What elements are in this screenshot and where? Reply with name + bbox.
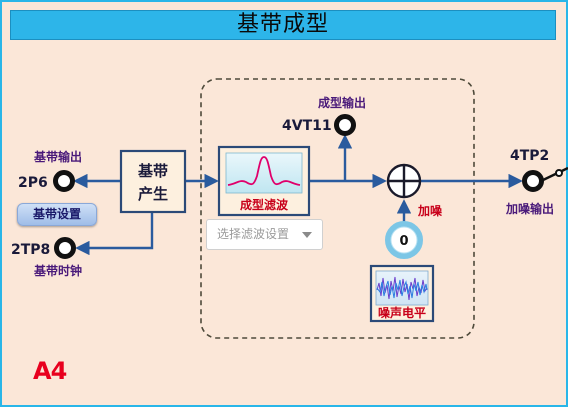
2p6-port[interactable] [53,170,75,192]
shaping-filter-block: 成型滤波 [217,145,311,217]
2tp8-port[interactable] [54,237,76,259]
4tp2-port-label: 4TP2 [510,148,549,164]
adder-icon [386,163,422,199]
4tp2-port[interactable] [522,166,568,192]
4vt11-port-label: 4VT11 [282,118,332,134]
module-title: 基带成型 [10,10,556,40]
noise-level-knob[interactable]: 0 [385,221,423,259]
filter-settings-select[interactable]: 选择滤波设置 [206,219,323,250]
panel-label: A4 [33,357,67,385]
filter-settings-placeholder: 选择滤波设置 [217,227,290,241]
2p6-label: 基带输出 [33,149,82,164]
filter-caption: 成型滤波 [240,197,289,212]
2tp8-port-label: 2TP8 [11,242,50,258]
baseband-block-line1: 基带 [137,162,168,180]
noise-caption: 噪声电平 [378,305,426,320]
2tp8-label: 基带时钟 [33,263,82,278]
add-noise-label: 加噪 [417,203,443,218]
filter-section-border [200,78,475,339]
4vt11-label: 成型输出 [318,95,366,110]
knob-value: 0 [399,234,408,249]
chevron-down-icon [302,232,312,238]
sinc-waveform-icon [227,156,301,186]
2p6-port-label: 2P6 [18,175,48,191]
4tp2-label: 加噪输出 [505,201,554,216]
noise-source-block: 噪声电平 [369,264,435,323]
wire-baseband-to-2tp8 [75,212,154,256]
baseband-block-line2: 产生 [138,185,168,203]
4vt11-port[interactable] [334,114,356,136]
noise-waveform-icon [376,276,428,301]
baseband-generator-block: 基带 产生 [119,149,187,214]
baseband-settings-button[interactable]: 基带设置 [17,203,97,226]
